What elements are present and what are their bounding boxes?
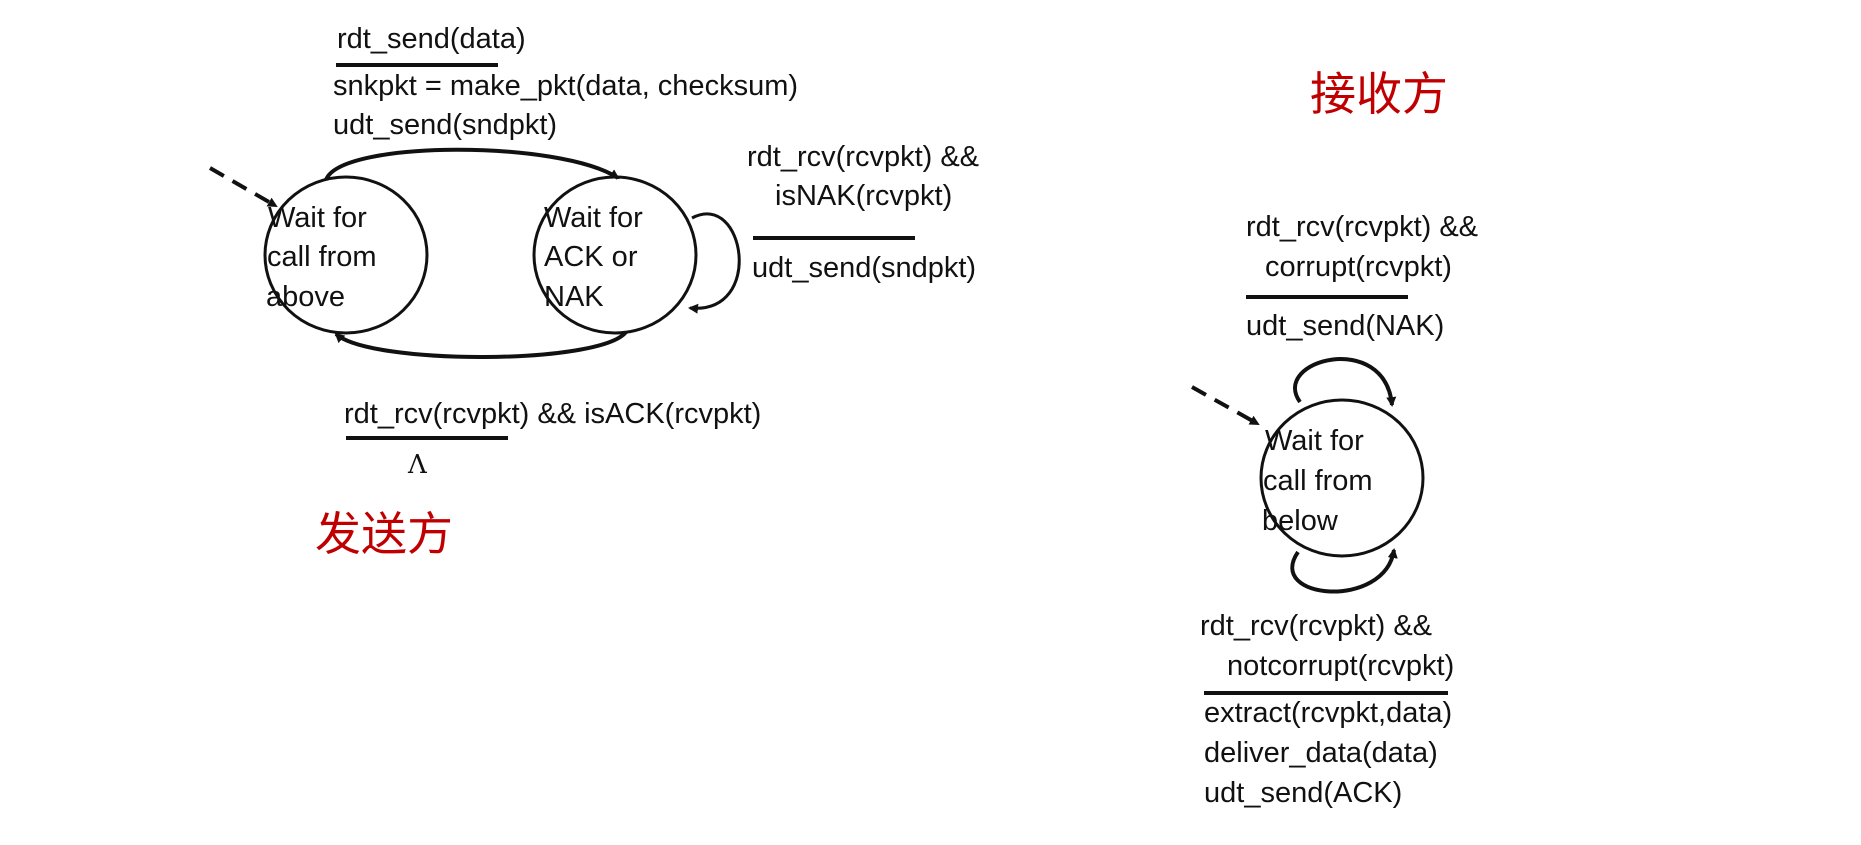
state-label-line: Wait for bbox=[544, 202, 643, 234]
receiver-transition-notcorrupt-loop bbox=[1290, 548, 1398, 594]
state-label-line: ACK or bbox=[544, 241, 638, 273]
transition-action: udt_send(sndpkt) bbox=[752, 252, 976, 284]
transition-action: extract(rcvpkt,data) bbox=[1204, 697, 1452, 729]
transition-event: rdt_rcv(rcvpkt) && bbox=[1246, 211, 1478, 243]
transition-event: rdt_rcv(rcvpkt) && bbox=[1200, 610, 1432, 642]
receiver-notcorrupt-label: rdt_rcv(rcvpkt) && notcorrupt(rcvpkt) ex… bbox=[1200, 610, 1454, 809]
receiver-initial-arrow bbox=[1191, 385, 1260, 426]
transition-event: isNAK(rcvpkt) bbox=[775, 180, 952, 212]
transition-event: rdt_rcv(rcvpkt) && bbox=[747, 141, 979, 173]
transition-action: udt_send(ACK) bbox=[1204, 777, 1402, 809]
state-label-line: NAK bbox=[544, 281, 604, 313]
state-label-line: Wait for bbox=[1265, 425, 1364, 457]
transition-event: corrupt(rcvpkt) bbox=[1265, 251, 1452, 283]
state-label-line: Wait for bbox=[268, 202, 367, 234]
transition-action-lambda: Λ bbox=[407, 450, 428, 480]
transition-action: deliver_data(data) bbox=[1204, 737, 1438, 769]
transition-action: udt_send(NAK) bbox=[1246, 310, 1444, 342]
state-label-line: call from bbox=[267, 241, 377, 273]
transition-event: notcorrupt(rcvpkt) bbox=[1227, 650, 1454, 682]
sender-initial-arrow bbox=[209, 166, 278, 208]
state-label-line: above bbox=[266, 281, 345, 313]
sender-title: 发送方 bbox=[315, 507, 453, 561]
sender-state-wait-ack-nak: Wait for ACK or NAK bbox=[532, 175, 698, 335]
sender-ack-label: rdt_rcv(rcvpkt) && isACK(rcvpkt) Λ bbox=[344, 398, 761, 480]
transition-event: rdt_rcv(rcvpkt) && isACK(rcvpkt) bbox=[344, 398, 761, 430]
transition-event: rdt_send(data) bbox=[337, 23, 526, 55]
sender-transition-ack-arc bbox=[334, 330, 628, 359]
receiver-state-wait-call-below: Wait for call from below bbox=[1259, 398, 1425, 558]
sender-state-wait-call-above: Wait for call from above bbox=[263, 175, 429, 335]
receiver-title: 接收方 bbox=[1310, 67, 1448, 121]
transition-action: udt_send(sndpkt) bbox=[333, 109, 557, 141]
state-label-line: below bbox=[1262, 505, 1339, 537]
sender-nak-label: rdt_rcv(rcvpkt) && isNAK(rcvpkt) udt_sen… bbox=[747, 141, 979, 284]
receiver-corrupt-label: rdt_rcv(rcvpkt) && corrupt(rcvpkt) udt_s… bbox=[1246, 211, 1478, 342]
sender-transition-nak-loop bbox=[688, 212, 741, 314]
receiver-transition-corrupt-loop bbox=[1293, 357, 1397, 407]
sender-send-label: rdt_send(data) snkpkt = make_pkt(data, c… bbox=[333, 23, 798, 141]
transition-action: snkpkt = make_pkt(data, checksum) bbox=[333, 70, 798, 102]
state-label-line: call from bbox=[1263, 465, 1373, 497]
sender-transition-send-arc bbox=[324, 147, 620, 181]
